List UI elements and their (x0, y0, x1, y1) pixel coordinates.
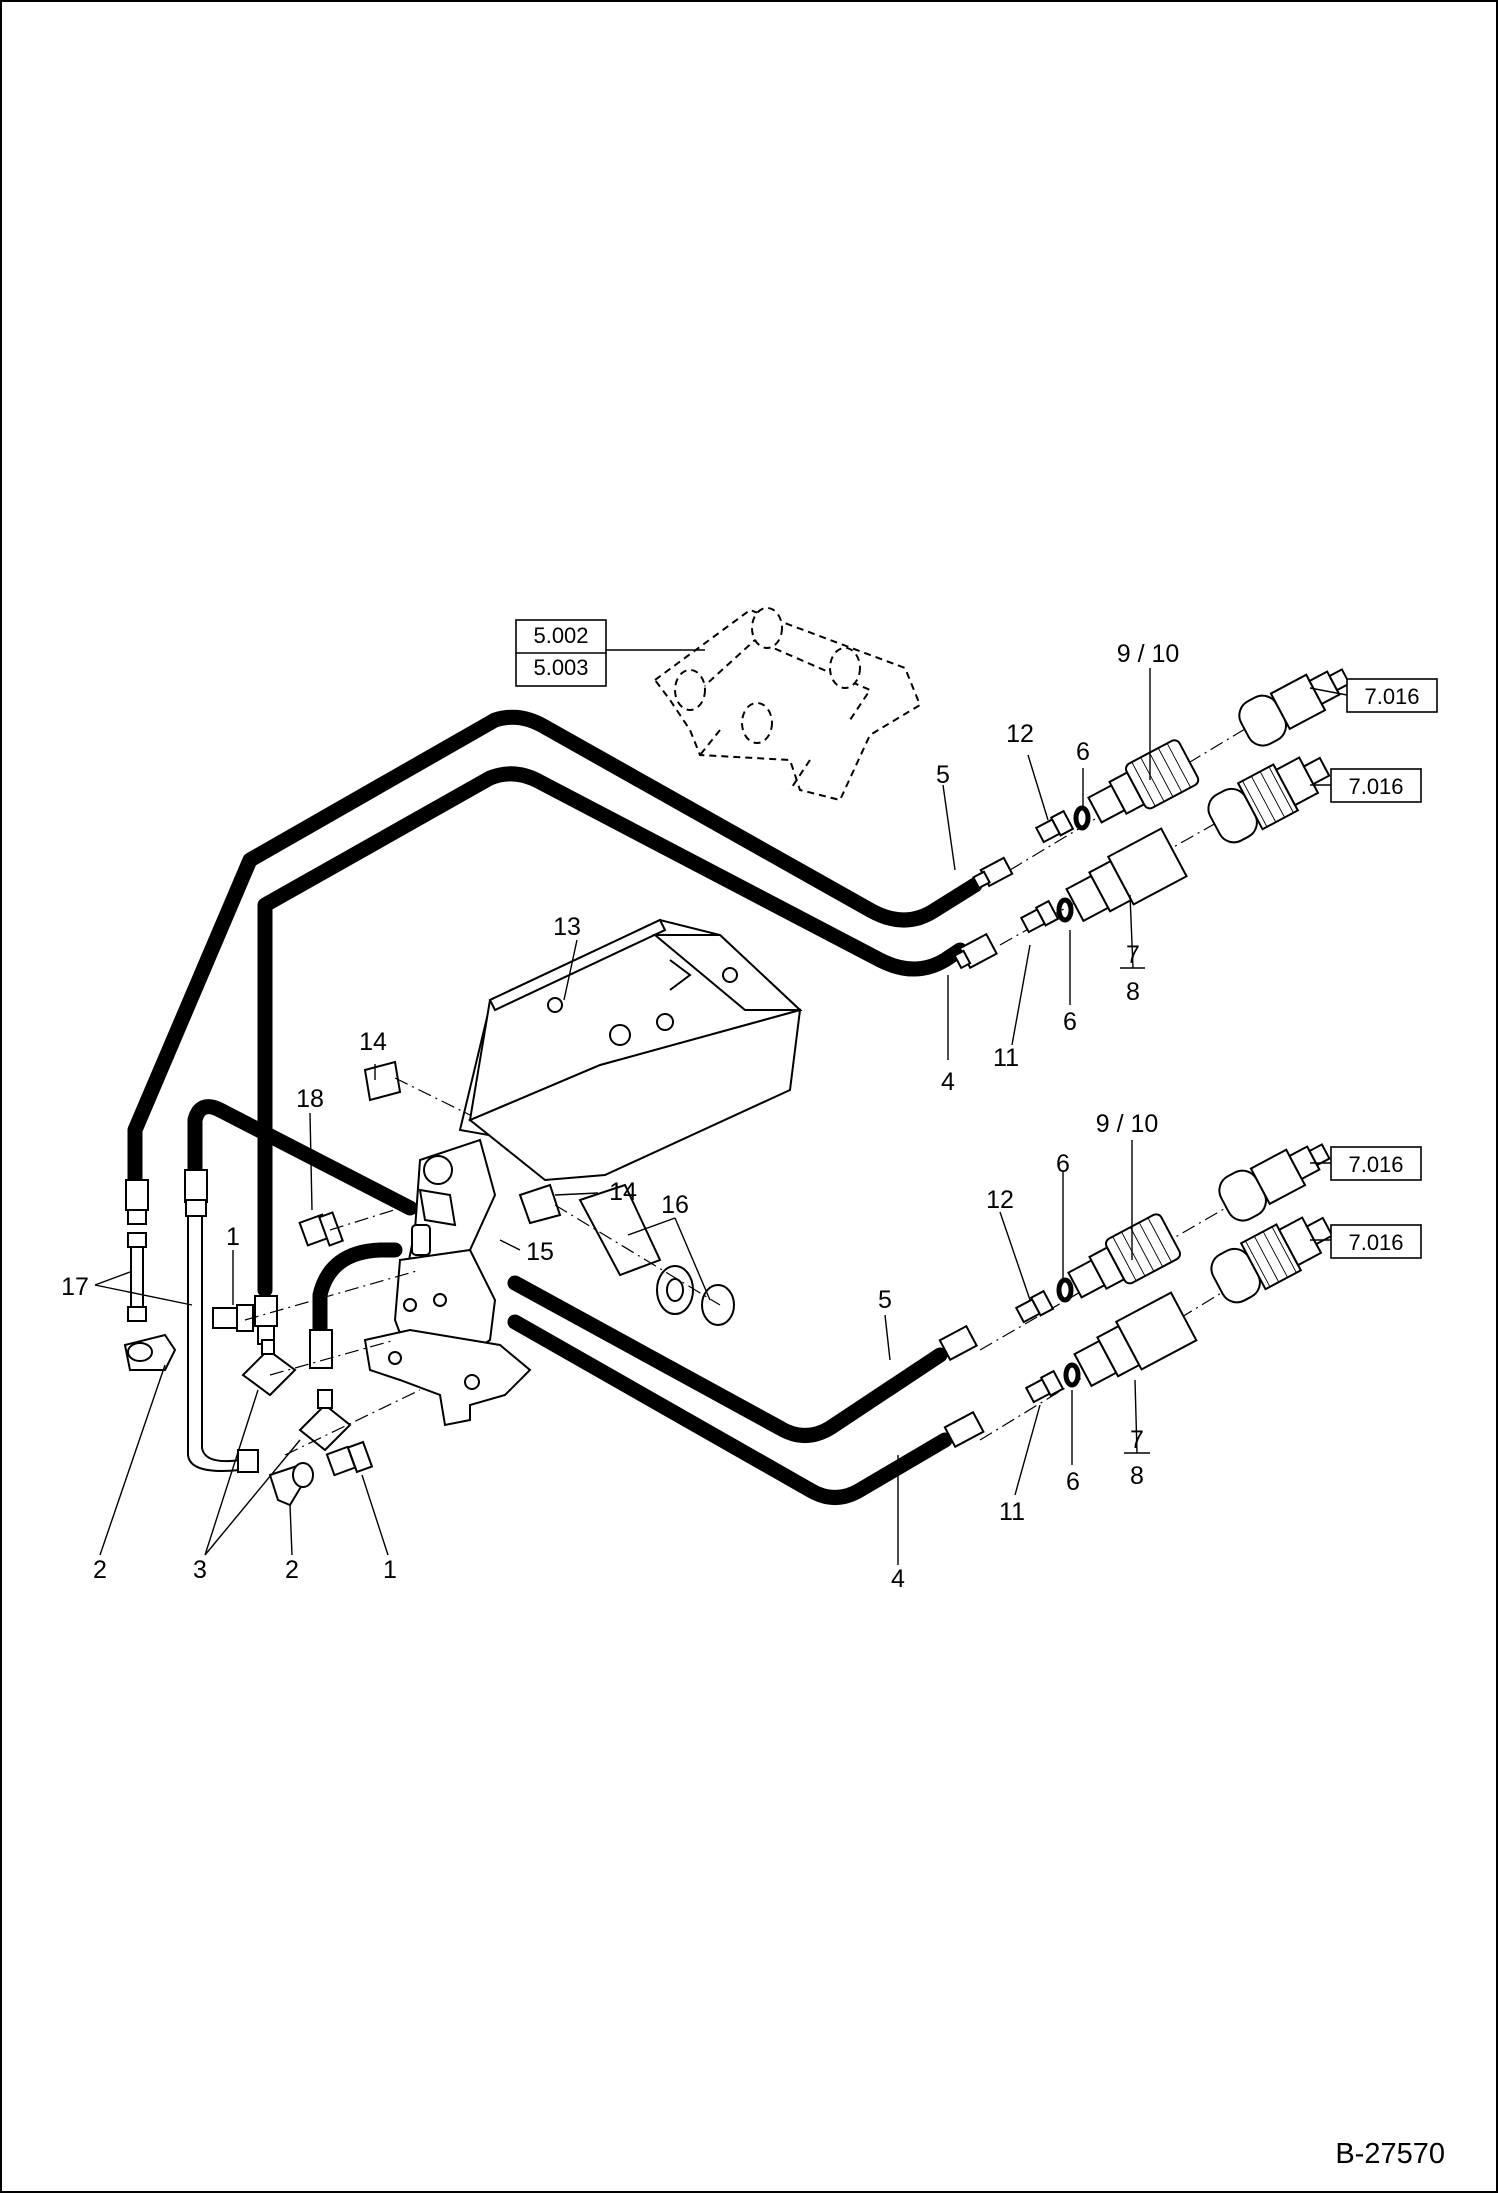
callout-4-upper: 4 (941, 1068, 955, 1096)
callout-6-upper-b: 6 (1063, 1008, 1077, 1036)
ghost-bracket (653, 607, 922, 802)
ref-coupling-4: 7.016 (1348, 1230, 1403, 1255)
callout-8-lower: 8 (1130, 1462, 1144, 1490)
callout-7-upper: 7 (1126, 941, 1140, 969)
hose-end-5-lower (938, 1324, 979, 1362)
callout-3: 3 (193, 1556, 207, 1584)
callout-14-upper: 14 (359, 1028, 387, 1056)
hose-end-4-upper (953, 932, 999, 970)
callout-7-lower: 7 (1130, 1426, 1144, 1454)
swivel-body (363, 1138, 532, 1427)
hose-end-4-lower (943, 1410, 985, 1449)
callout-6-lower-b: 6 (1066, 1468, 1080, 1496)
reference-boxes-7016: 7.016 7.016 7.016 7.016 (1309, 678, 1438, 1259)
callout-17: 17 (61, 1273, 89, 1301)
ref-coupling-3: 7.016 (1348, 1152, 1403, 1177)
callout-11-upper: 11 (993, 1044, 1019, 1072)
callout-4-lower: 4 (891, 1565, 905, 1593)
coupling-7-016-a (1238, 668, 1351, 747)
callout-9-10-upper: 9 / 10 (1117, 640, 1180, 668)
callout-14-lower: 14 (609, 1178, 637, 1206)
coupling-group-lower-b (1024, 1216, 1334, 1404)
leader-lines (94, 668, 1151, 1565)
o-ring-6-a (1073, 805, 1091, 831)
ref-bracket-top: 5.002 (533, 623, 588, 648)
callout-16: 16 (661, 1191, 689, 1219)
coupling-7-016-c (1218, 1143, 1331, 1222)
callout-12-upper: 12 (1006, 720, 1034, 748)
hose-end-5-upper (972, 856, 1014, 890)
callout-13: 13 (553, 913, 581, 941)
callout-9-10-lower: 9 / 10 (1096, 1110, 1159, 1138)
callout-5-lower: 5 (878, 1286, 892, 1314)
callout-2-middle: 2 (285, 1556, 299, 1584)
callout-6-upper-a: 6 (1076, 738, 1090, 766)
callout-1-lower: 1 (383, 1556, 397, 1584)
callout-15: 15 (526, 1238, 554, 1266)
callout-2-left: 2 (93, 1556, 107, 1584)
ref-coupling-2: 7.016 (1348, 774, 1403, 799)
boom-arm (458, 918, 803, 1182)
coupling-group-upper-a (1034, 668, 1351, 844)
o-ring-6-b (1056, 897, 1074, 923)
ref-coupling-1: 7.016 (1364, 684, 1419, 709)
coupling-7-8-a (1065, 827, 1188, 923)
o-ring-6-c (1056, 1277, 1074, 1303)
coupling-9-10-a (1087, 739, 1200, 824)
callout-5-upper: 5 (936, 761, 950, 789)
coupling-7-016-d (1210, 1216, 1334, 1304)
coupling-group-upper-b (1019, 756, 1331, 934)
drawing-code: B-27570 (1335, 2138, 1445, 2170)
coupling-group-lower-a (1014, 1143, 1331, 1324)
callout-8-upper: 8 (1126, 978, 1140, 1006)
callout-12-lower: 12 (986, 1186, 1014, 1214)
fitting-hose-left-1 (125, 1179, 149, 1211)
reference-box-bracket: 5.002 5.003 (515, 619, 705, 687)
coupling-7-016-b (1207, 756, 1331, 844)
callouts: 9 / 10 6 12 5 13 7 8 6 11 4 14 18 9 / 10… (61, 640, 1179, 1593)
coupling-7-8-b (1073, 1291, 1198, 1388)
left-fittings (123, 1060, 735, 1507)
callout-1-upper: 1 (226, 1223, 240, 1251)
callout-18: 18 (296, 1085, 324, 1113)
callout-6-lower-a: 6 (1056, 1150, 1070, 1178)
hoses (127, 709, 983, 1505)
ref-bracket-bottom: 5.003 (533, 655, 588, 680)
o-ring-6-d (1063, 1362, 1081, 1388)
callout-11-lower: 11 (999, 1498, 1025, 1526)
upper-hose-ends (938, 856, 1014, 1449)
coupling-9-10-b (1067, 1213, 1181, 1299)
